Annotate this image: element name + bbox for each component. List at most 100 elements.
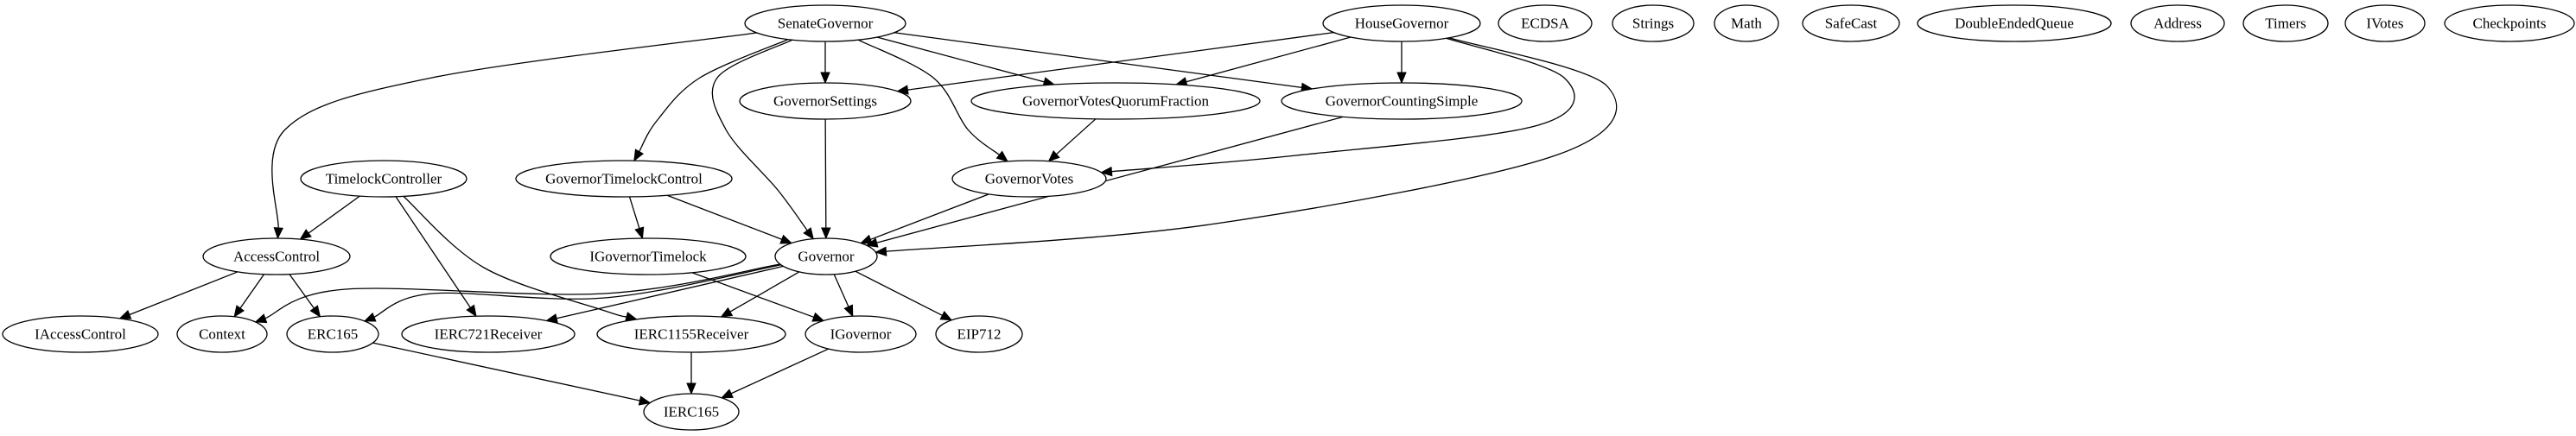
arrowhead-icon bbox=[859, 234, 873, 244]
edge-SenateGovernor-to-GovernorVotes bbox=[857, 39, 1008, 162]
edge-line bbox=[372, 264, 781, 319]
node-ECDSA[interactable]: ECDSA bbox=[1498, 4, 1593, 42]
node-IGovernorTimelock[interactable]: IGovernorTimelock bbox=[550, 237, 747, 275]
node-ERC165[interactable]: ERC165 bbox=[286, 315, 379, 353]
edge-line bbox=[372, 342, 641, 401]
edge-IGovernor-to-IERC165 bbox=[720, 348, 830, 399]
node-ellipse bbox=[1802, 4, 1900, 42]
edge-line bbox=[555, 265, 784, 319]
node-ellipse bbox=[286, 315, 379, 353]
node-label: GovernorTimelockControl bbox=[545, 171, 703, 187]
node-HouseGovernor[interactable]: HouseGovernor bbox=[1322, 4, 1481, 42]
node-Governor[interactable]: Governor bbox=[774, 237, 878, 275]
arrowhead-icon bbox=[686, 382, 696, 395]
edge-GovernorVotes-to-Governor bbox=[859, 193, 989, 244]
node-EIP712[interactable]: EIP712 bbox=[935, 315, 1023, 353]
node-label: Governor bbox=[798, 249, 854, 265]
node-SafeCast[interactable]: SafeCast bbox=[1802, 4, 1900, 42]
arrowhead-icon bbox=[820, 72, 830, 85]
edge-HouseGovernor-to-Governor bbox=[875, 37, 1618, 256]
node-label: IERC165 bbox=[664, 404, 719, 420]
node-Address[interactable]: Address bbox=[2130, 4, 2225, 42]
node-IGovernor[interactable]: IGovernor bbox=[805, 315, 917, 353]
arrowhead-icon bbox=[875, 246, 887, 256]
node-IERC1155Receiver[interactable]: IERC1155Receiver bbox=[596, 315, 786, 353]
node-Math[interactable]: Math bbox=[1714, 4, 1779, 42]
edge-AccessControl-to-IAccessControl bbox=[118, 271, 239, 319]
arrowhead-icon bbox=[779, 234, 793, 244]
node-IAccessControl[interactable]: IAccessControl bbox=[2, 315, 159, 353]
node-Checkpoints[interactable]: Checkpoints bbox=[2444, 4, 2575, 42]
node-DoubleEndedQueue[interactable]: DoubleEndedQueue bbox=[1917, 4, 2112, 42]
edge-line bbox=[691, 272, 815, 319]
edge-line bbox=[1110, 37, 1575, 173]
node-label: GovernorVotesQuorumFraction bbox=[1022, 93, 1209, 110]
node-label: HouseGovernor bbox=[1355, 16, 1449, 32]
node-IERC721Receiver[interactable]: IERC721Receiver bbox=[401, 315, 576, 353]
arrowhead-icon bbox=[1396, 72, 1407, 85]
node-Timers[interactable]: Timers bbox=[2242, 4, 2329, 42]
edge-line bbox=[307, 195, 360, 235]
node-label: AccessControl bbox=[233, 249, 320, 265]
arrowhead-icon bbox=[995, 150, 1008, 162]
edge-line bbox=[869, 193, 989, 241]
edge-line bbox=[711, 39, 809, 232]
node-AccessControl[interactable]: AccessControl bbox=[202, 237, 351, 275]
node-ellipse bbox=[1322, 4, 1481, 42]
node-GovernorVotes[interactable]: GovernorVotes bbox=[951, 160, 1107, 198]
node-ellipse bbox=[744, 4, 906, 42]
node-label: IAccessControl bbox=[35, 326, 126, 343]
node-ellipse bbox=[176, 315, 268, 353]
node-GovernorVotesQuorumFraction[interactable]: GovernorVotesQuorumFraction bbox=[970, 82, 1261, 120]
node-ellipse bbox=[2130, 4, 2225, 42]
node-label: GovernorCountingSimple bbox=[1326, 93, 1479, 110]
node-ellipse bbox=[1498, 4, 1593, 42]
node-label: GovernorVotes bbox=[985, 171, 1074, 187]
node-label: IGovernor bbox=[830, 326, 892, 343]
edge-line bbox=[128, 271, 239, 316]
edge-HouseGovernor-to-GovernorVotesQuorumFraction bbox=[1174, 36, 1352, 87]
edge-GovernorSettings-to-Governor bbox=[821, 118, 831, 240]
node-GovernorCountingSimple[interactable]: GovernorCountingSimple bbox=[1281, 82, 1523, 120]
arrowhead-icon bbox=[1047, 150, 1060, 162]
node-ellipse bbox=[1917, 4, 2112, 42]
node-label: Strings bbox=[1632, 16, 1674, 32]
node-GovernorTimelockControl[interactable]: GovernorTimelockControl bbox=[515, 160, 733, 198]
node-label: Checkpoints bbox=[2473, 16, 2547, 32]
edge-TimelockController-to-AccessControl bbox=[299, 195, 360, 240]
node-ellipse bbox=[774, 237, 878, 275]
edge-line bbox=[833, 274, 849, 308]
edge-line bbox=[289, 274, 315, 310]
node-label: Address bbox=[2153, 16, 2202, 32]
edge-GovernorVotesQuorumFraction-to-GovernorVotes bbox=[1047, 118, 1097, 162]
node-ellipse bbox=[2242, 4, 2329, 42]
node-GovernorSettings[interactable]: GovernorSettings bbox=[739, 82, 912, 120]
node-ellipse bbox=[805, 315, 917, 353]
edge-line bbox=[906, 31, 1334, 91]
node-IERC165[interactable]: IERC165 bbox=[643, 393, 740, 431]
node-Strings[interactable]: Strings bbox=[1612, 4, 1695, 42]
edge-line bbox=[1185, 36, 1352, 83]
edge-Governor-to-ERC165 bbox=[363, 264, 781, 322]
edge-line bbox=[239, 274, 265, 310]
node-TimelockController[interactable]: TimelockController bbox=[300, 160, 467, 198]
arrowhead-icon bbox=[273, 227, 284, 240]
edge-line bbox=[855, 270, 944, 317]
node-ellipse bbox=[2344, 4, 2426, 42]
arrowhead-icon bbox=[1100, 166, 1113, 177]
edge-line bbox=[628, 196, 640, 230]
node-SenateGovernor[interactable]: SenateGovernor bbox=[744, 4, 906, 42]
node-ellipse bbox=[951, 160, 1107, 198]
node-ellipse bbox=[643, 393, 740, 431]
node-ellipse bbox=[202, 237, 351, 275]
edge-GovernorTimelockControl-to-Governor bbox=[666, 194, 793, 244]
node-IVotes[interactable]: IVotes bbox=[2344, 4, 2426, 42]
node-Context[interactable]: Context bbox=[176, 315, 268, 353]
node-label: IERC1155Receiver bbox=[634, 326, 749, 343]
edge-Governor-to-Context bbox=[254, 263, 780, 324]
edge-Governor-to-EIP712 bbox=[855, 270, 953, 321]
node-label: ERC165 bbox=[308, 326, 359, 343]
edge-SenateGovernor-to-GovernorVotesQuorumFraction bbox=[876, 36, 1056, 87]
node-ellipse bbox=[935, 315, 1023, 353]
